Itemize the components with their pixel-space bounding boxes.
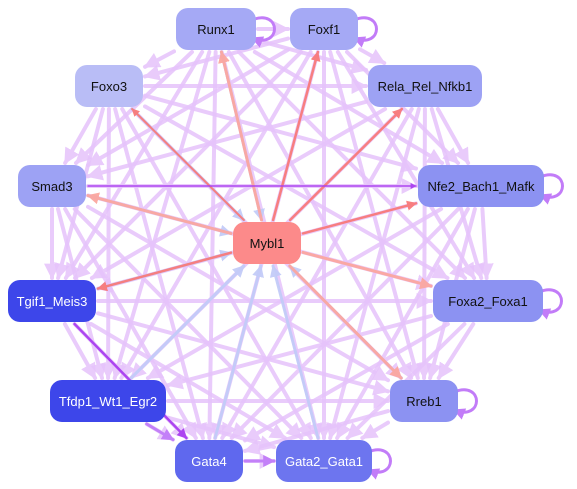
node-label: Rela_Rel_Nfkb1 [377, 78, 473, 94]
edge-tgif1-to-tfdp1 [62, 322, 98, 380]
node-mybl1[interactable]: Mybl1 [233, 222, 301, 264]
edge-rela-to-tgif1 [89, 107, 388, 280]
edge-nfe2-to-foxa2 [477, 207, 494, 280]
edge-mybl1-to-nfe2 [301, 200, 418, 235]
node-label: Mybl1 [249, 235, 285, 251]
edge-mybl1-to-foxa2 [301, 250, 433, 290]
edge-foxo3-to-gata2 [120, 107, 313, 440]
edge-foxa2-to-rreb1 [436, 322, 476, 380]
node-label: Runx1 [197, 21, 235, 37]
node-label: Tfdp1_Wt1_Egr2 [58, 393, 158, 409]
edge-tfdp1-to-gata4 [145, 422, 175, 442]
self-loop-foxa2 [537, 288, 563, 320]
node-label: Gata4 [191, 453, 227, 469]
node-label: Gata2_Gata1 [284, 453, 364, 469]
self-loop-nfe2 [538, 173, 564, 205]
edge-foxf1-to-rela [358, 47, 387, 65]
edge-foxa2-to-tfdp1 [166, 314, 433, 390]
node-smad3[interactable]: Smad3 [18, 165, 86, 207]
node-foxf1[interactable]: Foxf1 [290, 8, 358, 50]
edge-foxo3-to-smad3 [63, 107, 98, 165]
self-loop-gata2 [366, 448, 392, 480]
node-foxo3[interactable]: Foxo3 [75, 65, 143, 107]
node-gata4[interactable]: Gata4 [175, 440, 243, 482]
edge-nfe2-to-tfdp1 [145, 207, 444, 380]
node-nfe2[interactable]: Nfe2_Bach1_Mafk [418, 165, 544, 207]
edge-mybl1-to-tgif1 [96, 251, 233, 292]
node-gata2[interactable]: Gata2_Gata1 [276, 440, 372, 482]
node-label: Foxa2_Foxa1 [448, 293, 528, 309]
edge-foxa2-to-gata4 [243, 322, 450, 443]
node-runx1[interactable]: Runx1 [176, 8, 256, 50]
self-loop-foxf1 [352, 16, 378, 48]
edge-mybl1-to-foxf1 [271, 50, 321, 222]
edge-tgif1-to-rreb1 [96, 311, 390, 396]
node-label: Foxf1 [307, 21, 341, 37]
edge-mybl1-to-foxo3 [131, 108, 245, 221]
node-label: Smad3 [31, 178, 73, 194]
node-label: Foxo3 [90, 78, 128, 94]
edge-mybl1-to-rreb1 [288, 264, 403, 380]
edge-rela-to-smad3 [86, 99, 368, 181]
node-label: Rreb1 [406, 393, 442, 409]
edge-tfdp1-to-mybl1 [129, 264, 246, 380]
self-loop-runx1 [250, 16, 276, 48]
edge-mybl1-to-rela [288, 107, 404, 222]
self-loop-rreb1 [452, 388, 478, 420]
node-label: Nfe2_Bach1_Mafk [427, 178, 535, 194]
edge-foxo3-to-foxa2 [143, 104, 450, 280]
node-tgif1[interactable]: Tgif1_Meis3 [8, 280, 96, 322]
edge-mybl1-to-smad3 [86, 192, 233, 235]
edge-gata2-to-mybl1 [269, 264, 320, 440]
edge-runx1-to-rreb1 [226, 50, 414, 380]
edge-rreb1-to-gata2 [360, 420, 390, 440]
edge-foxf1-to-tfdp1 [119, 50, 313, 380]
node-tfdp1[interactable]: Tfdp1_Wt1_Egr2 [50, 380, 166, 422]
edge-mybl1-to-runx1 [218, 50, 264, 222]
node-foxa2[interactable]: Foxa2_Foxa1 [433, 280, 543, 322]
edge-gata4-to-mybl1 [213, 264, 264, 440]
edge-runx1-to-gata4 [201, 50, 218, 440]
node-rela[interactable]: Rela_Rel_Nfkb1 [368, 65, 482, 107]
edge-foxo3-to-nfe2 [143, 93, 418, 173]
edge-smad3-to-rreb1 [86, 204, 390, 383]
node-rreb1[interactable]: Rreb1 [390, 380, 458, 422]
edge-rela-to-gata4 [220, 107, 414, 440]
node-label: Tgif1_Meis3 [16, 293, 88, 309]
edge-rela-to-nfe2 [435, 107, 471, 165]
edge-runx1-to-foxo3 [143, 49, 176, 69]
